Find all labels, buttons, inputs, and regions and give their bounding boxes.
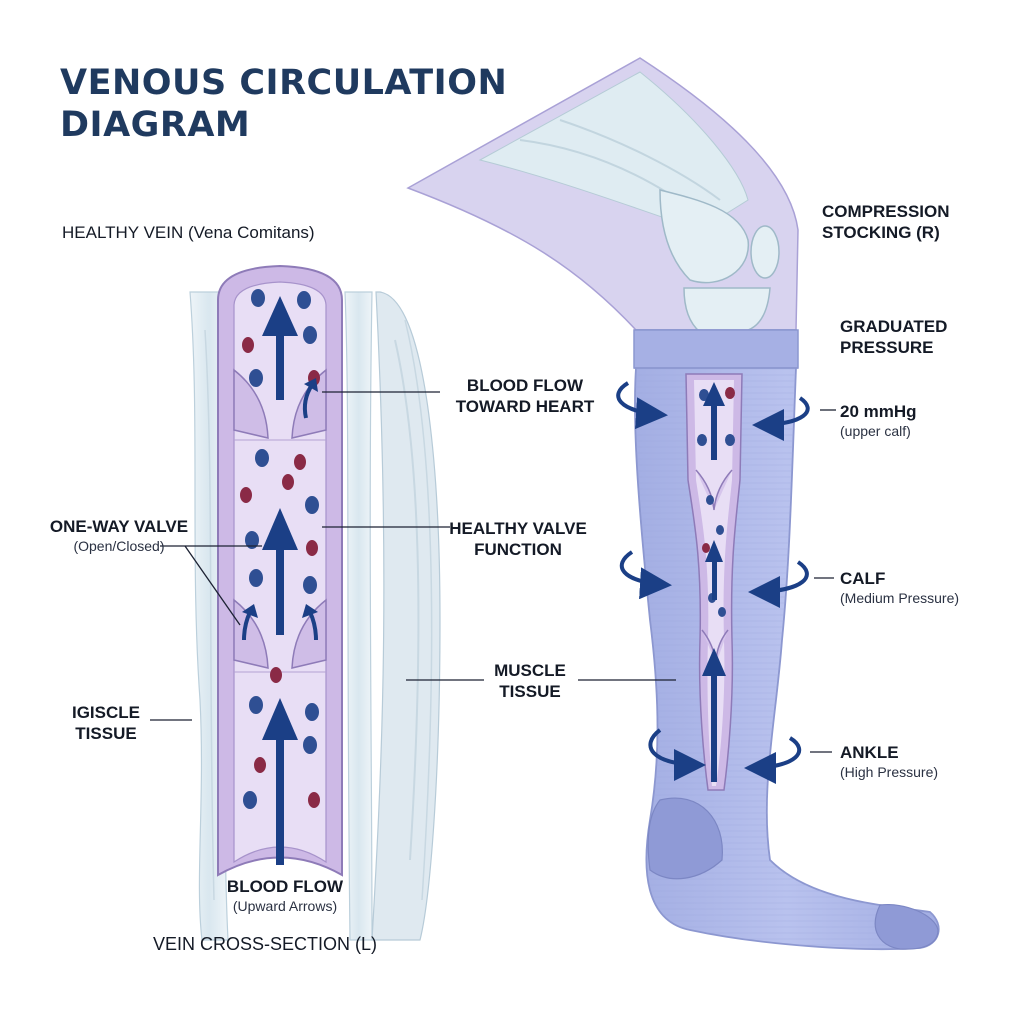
- one-way-valve-label: ONE-WAY VALVE (Open/Closed): [44, 516, 194, 555]
- ankle-pressure-label: ANKLE (High Pressure): [840, 742, 938, 781]
- muscle-tissue-label: MUSCLE TISSUE: [482, 660, 578, 702]
- healthy-valve-function-label: HEALTHY VALVE FUNCTION: [446, 518, 590, 560]
- left-muscle-tissue-label: IGISCLE TISSUE: [58, 702, 154, 744]
- one-way-valve-title: ONE-WAY VALVE: [50, 517, 188, 536]
- blood-flow-sub: (Upward Arrows): [195, 897, 375, 915]
- blood-flow-label: BLOOD FLOW (Upward Arrows): [195, 876, 375, 915]
- blood-flow-toward-heart-label: BLOOD FLOW TOWARD HEART: [440, 375, 610, 417]
- compression-stocking-label: COMPRESSION STOCKING (R): [822, 201, 992, 243]
- upper-calf-value: 20 mmHg: [840, 402, 917, 421]
- healthy-vein-heading: HEALTHY VEIN (Vena Comitans): [62, 222, 315, 243]
- blood-flow-title: BLOOD FLOW: [227, 877, 343, 896]
- vein-cross-section-label: VEIN CROSS-SECTION (L): [153, 934, 377, 955]
- calf-pressure-label: CALF (Medium Pressure): [840, 568, 959, 607]
- ankle-sub: (High Pressure): [840, 763, 938, 781]
- page-title: VENOUS CIRCULATION DIAGRAM: [60, 62, 580, 146]
- upper-calf-sub: (upper calf): [840, 422, 917, 440]
- upper-calf-pressure-label: 20 mmHg (upper calf): [840, 401, 917, 440]
- graduated-pressure-label: GRADUATED PRESSURE: [840, 316, 980, 358]
- calf-sub: (Medium Pressure): [840, 589, 959, 607]
- one-way-valve-sub: (Open/Closed): [44, 537, 194, 555]
- calf-title: CALF: [840, 569, 885, 588]
- ankle-title: ANKLE: [840, 743, 899, 762]
- leg-illustration: [408, 58, 939, 949]
- vein-cross-section: [218, 266, 342, 875]
